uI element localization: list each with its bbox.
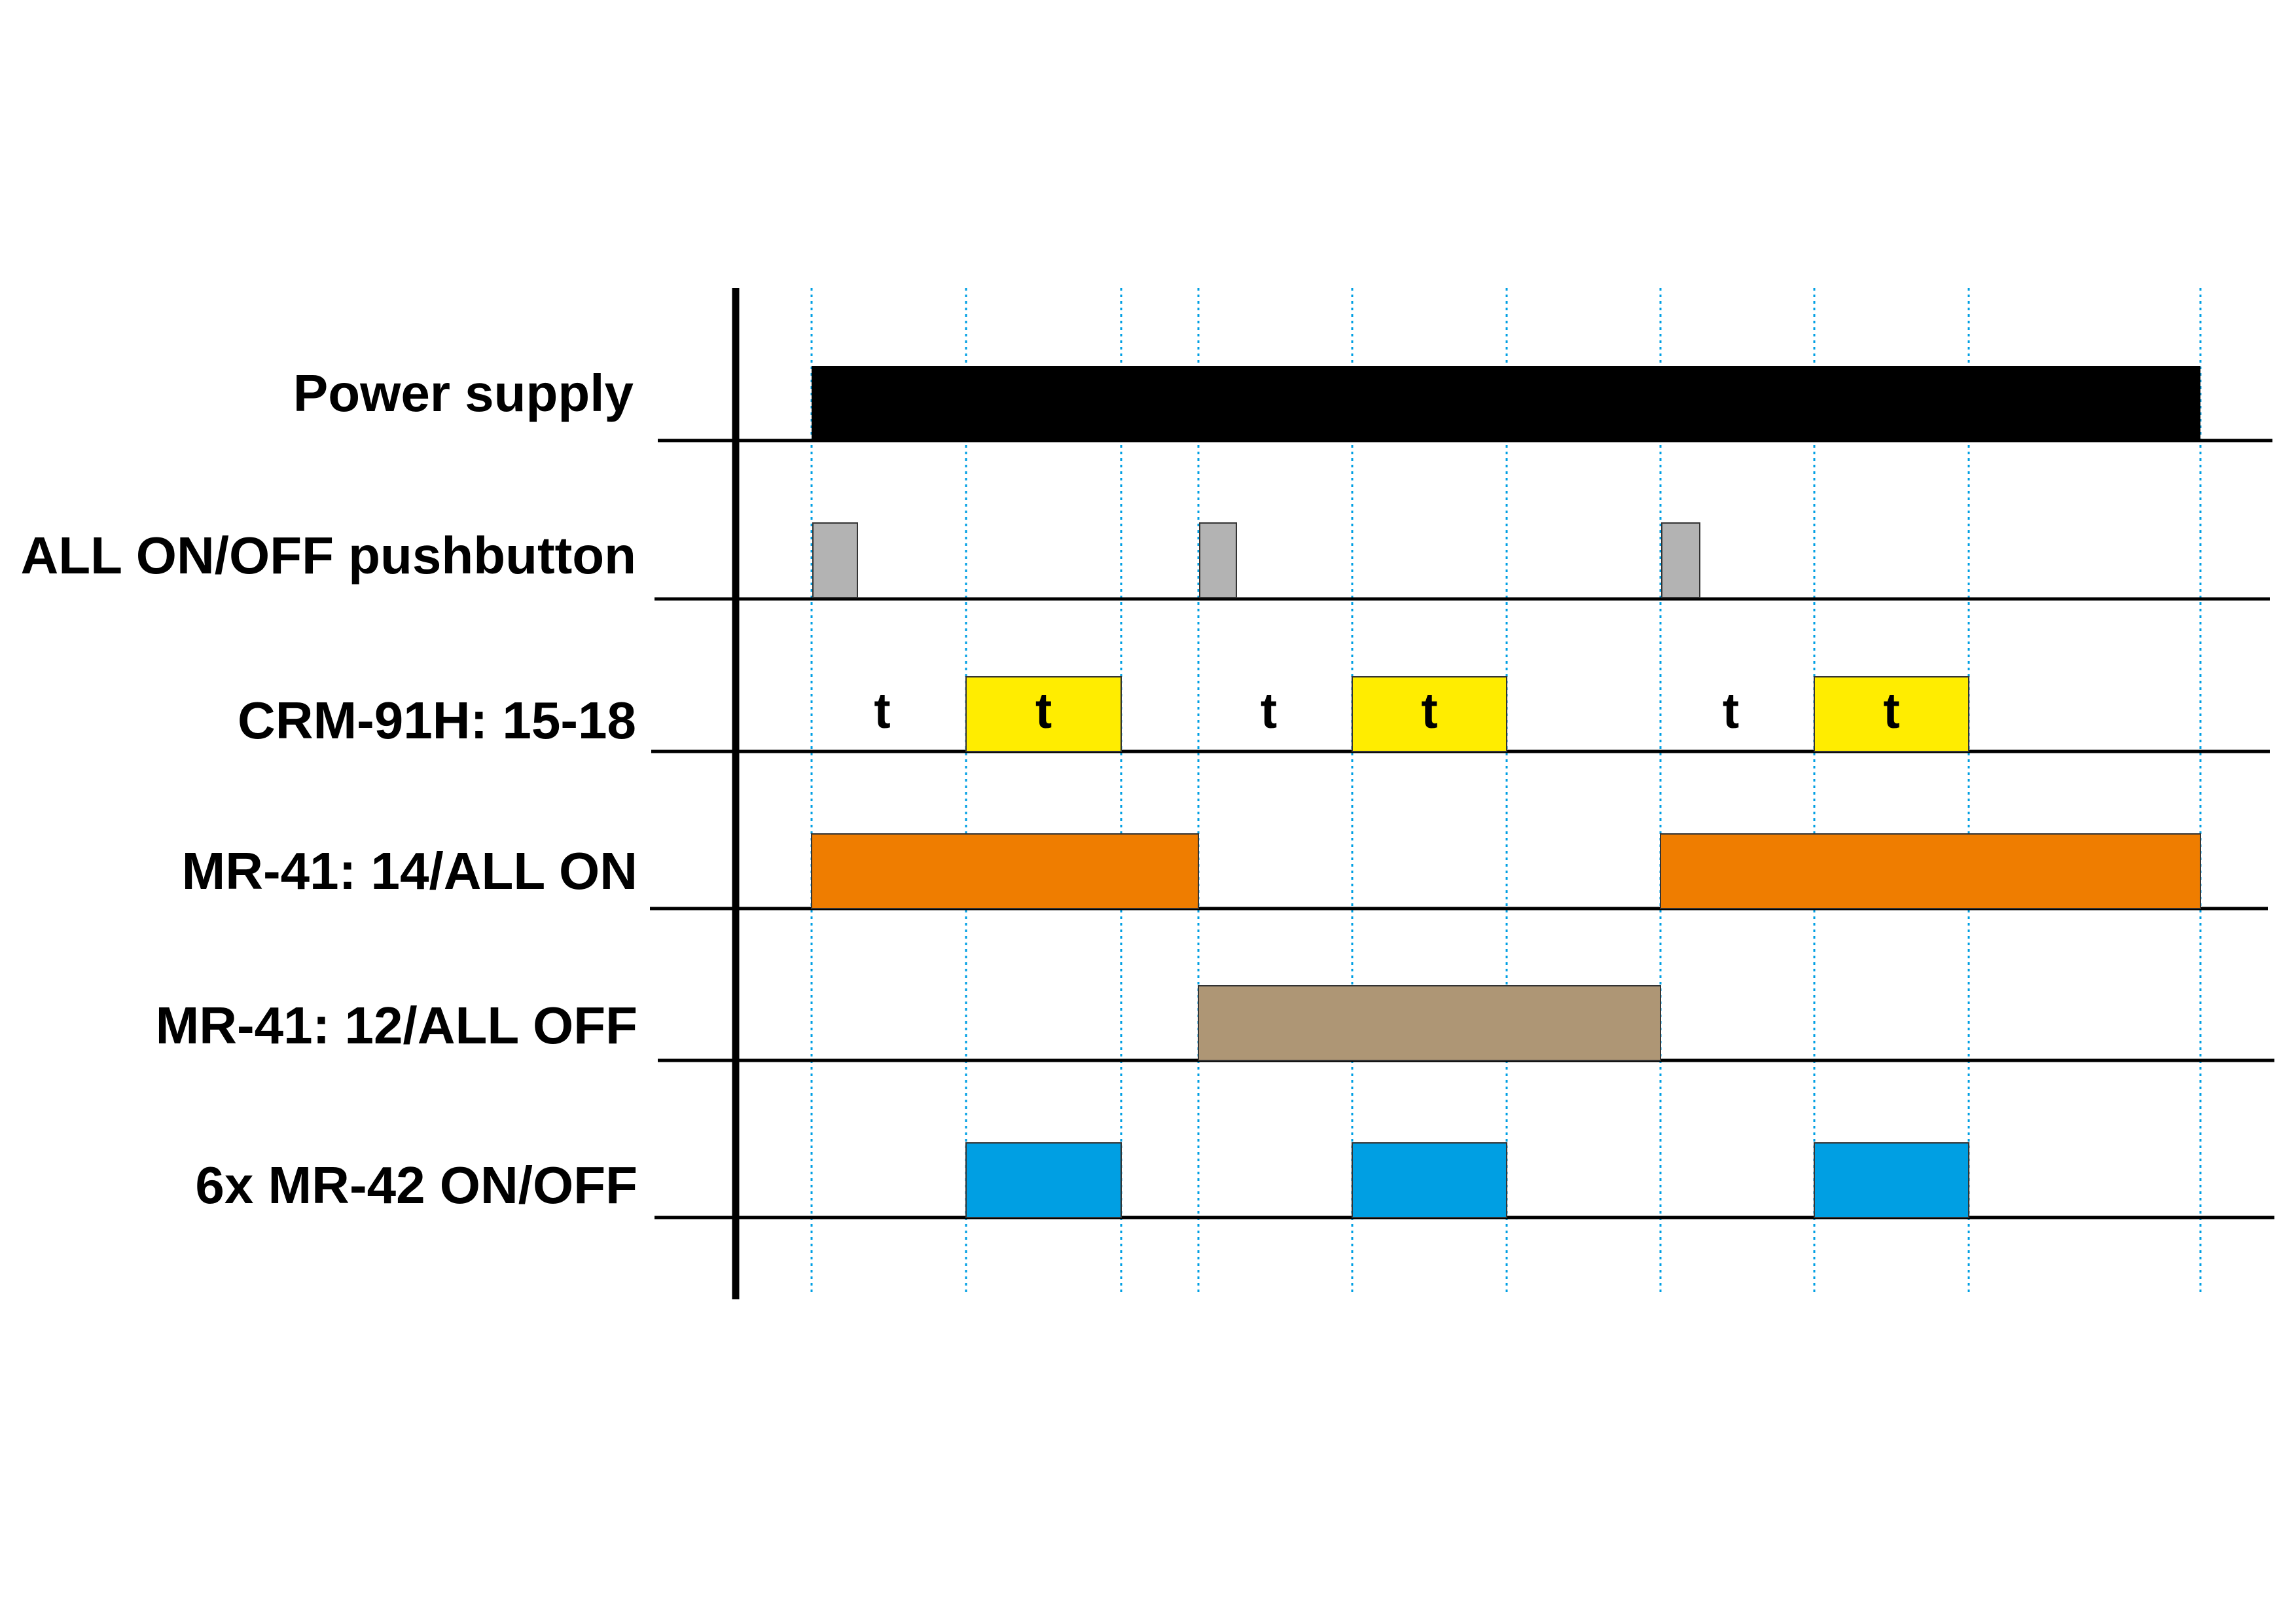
mr42-bar [1814,1142,1969,1218]
all-off-bar [1198,985,1661,1061]
timer-active-label: t [1035,683,1052,739]
row-label-all-on-off-pushbutton: ALL ON/OFF pushbutton [20,526,636,585]
row-label-mr41-all-off: MR-41: 12/ALL OFF [156,996,637,1055]
time-guides [810,288,2202,1295]
power-supply-bar [812,366,2200,441]
mr42-bar [965,1142,1122,1218]
row-labels: Power supply ALL ON/OFF pushbutton CRM-9… [20,364,637,1214]
row-label-mr41-all-on: MR-41: 14/ALL ON [182,842,637,900]
timer-active-bar [965,676,1122,752]
row-label-crm-91h: CRM-91H: 15-18 [238,691,636,749]
all-on-bar [811,833,1199,909]
timer-delay-label: t [1261,683,1277,739]
mr42-bar [1352,1142,1507,1218]
timer-delay-label: t [874,683,890,739]
timer-delay-label: t [1723,683,1739,739]
timer-active-label: t [1421,683,1437,739]
timer-active-label: t [1883,683,1899,739]
row-label-mr42: 6x MR-42 ON/OFF [195,1156,637,1214]
pushbutton-pulse [812,522,858,598]
timer-active-bar [1814,676,1969,752]
timer-active-bar [1352,676,1507,752]
pushbutton-pulse [1661,522,1700,598]
row-label-power-supply: Power supply [293,364,634,422]
pushbutton-pulse [1199,522,1237,598]
all-on-bar [1660,833,2201,909]
